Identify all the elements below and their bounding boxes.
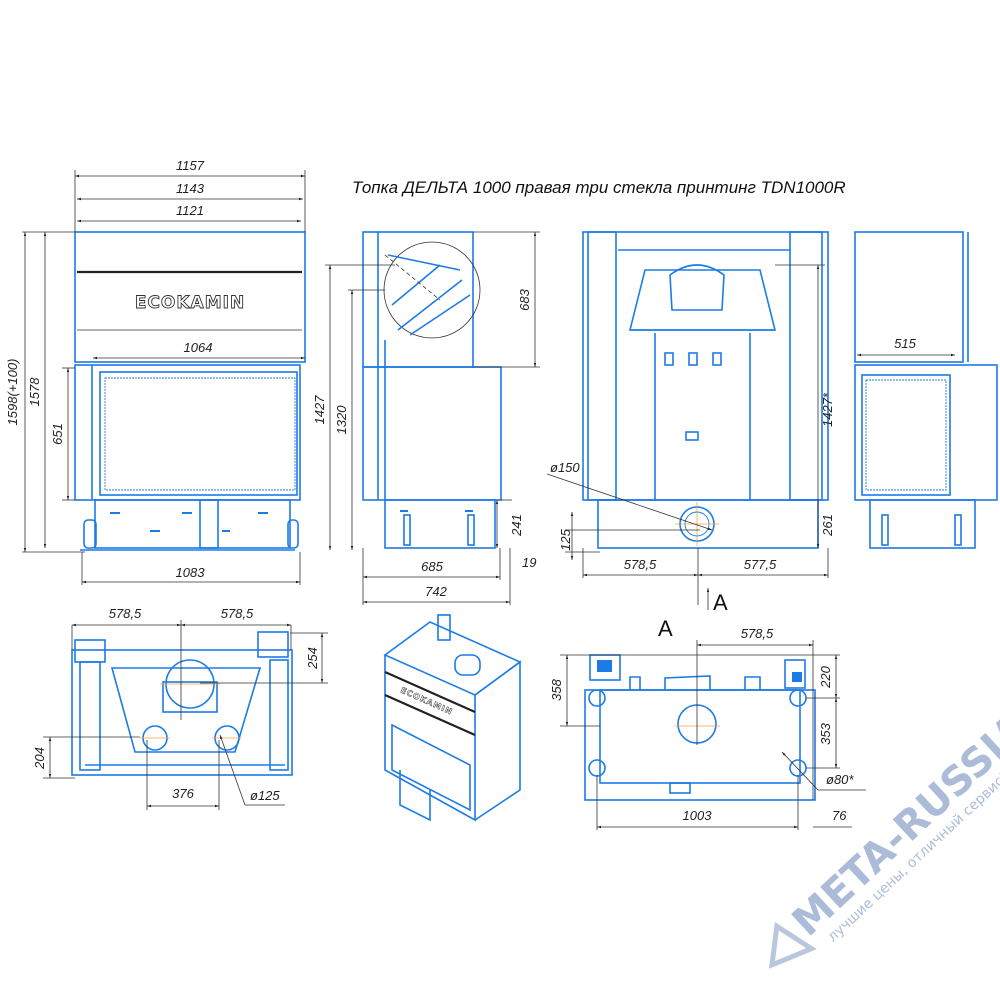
top-view: 578,5 578,5 254 204 376 ø125 [32,606,328,810]
dim-height-1578: 1578 [27,377,42,407]
dim-depth-685: 685 [421,559,443,574]
view-a: A 578,5 358 220 353 ø80* 1003 76 [549,616,866,830]
front-view: ECOKAMIN 1157 1143 1121 1064 1598(+100) … [5,158,306,585]
dim-height-1427-star: 1427* [820,392,835,427]
drawing-title: Топка ДЕЛЬТА 1000 правая три стекла прин… [352,178,846,197]
dim-a-depth-353: 353 [818,722,833,744]
foot-markers [588,689,807,777]
dim-width-1121: 1121 [176,203,204,218]
dim-top-right-578: 578,5 [221,606,254,621]
dim-offset-19: 19 [522,555,536,570]
isometric-view: ECOKAMIN [383,614,522,822]
dim-height-total: 1598(+100) [5,359,20,426]
dim-width-1143: 1143 [176,181,205,196]
dim-right-577: 577,5 [744,557,777,572]
back-view: ø150 125 1427* 261 578,5 577,5 A [546,231,835,615]
dim-depth-254: 254 [305,647,320,670]
dim-base-241: 241 [509,514,524,537]
dim-a-offset-578: 578,5 [741,626,774,641]
dim-depth-204: 204 [32,747,47,770]
dim-glass-width: 1064 [184,340,213,355]
brand-logo: ECOKAMIN [135,293,245,313]
dim-glass-height: 651 [50,423,65,445]
watermark-name: META-RUSSIA.RU [784,650,1000,945]
dim-depth-742: 742 [425,584,447,599]
dim-height-1427: 1427 [312,395,327,425]
dim-base-width: 1083 [176,565,206,580]
dim-air-diameter: ø125 [250,788,280,803]
dim-base-261: 261 [820,514,835,537]
dim-top-683: 683 [517,288,532,310]
dim-a-offset-76: 76 [832,808,847,823]
dim-spacing-376: 376 [172,786,194,801]
dim-height-1320: 1320 [334,405,349,435]
watermark: META-RUSSIA.RU лучшие цены, отличный сер… [768,650,1000,969]
dim-a-width-1003: 1003 [683,808,713,823]
section-arrow-label: A [713,590,728,615]
right-view: 515 [854,231,998,549]
dim-left-578: 578,5 [624,557,657,572]
dim-width-515: 515 [894,336,916,351]
dim-top-left-578: 578,5 [109,606,142,621]
dim-width-1157: 1157 [176,158,205,173]
dim-a-depth-358: 358 [549,678,564,700]
dim-a-depth-220: 220 [818,665,833,688]
dim-foot-diameter: ø80* [826,772,854,787]
dim-flue-diameter: ø150 [550,460,580,475]
view-a-label: A [658,616,673,641]
watermark-logo-icon [768,921,817,969]
side-view: 683 1427 1320 241 19 685 742 [312,231,540,605]
dim-flue-height: 125 [558,528,573,550]
